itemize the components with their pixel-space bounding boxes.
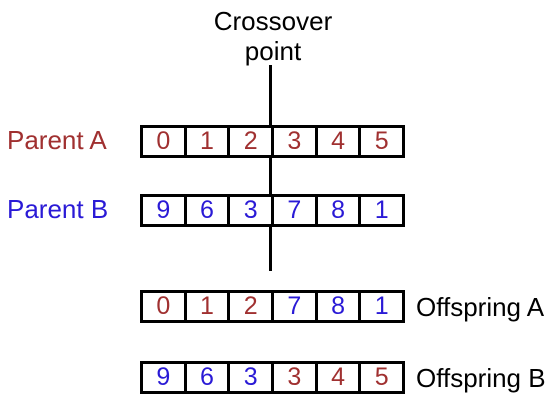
offspring-a-gene-6: 1 [358,293,406,320]
parent-a-gene-1: 0 [140,128,184,155]
parent-b-gene-2: 6 [183,197,228,224]
offspring-a-gene-1: 0 [140,293,184,320]
offspring-b-row: 9 6 3 3 4 5 [140,361,406,394]
offspring-b-gene-6: 5 [358,364,406,391]
offspring-a-label: Offspring A [416,292,545,322]
crossover-point-title: Crossover point [203,6,343,66]
parent-b-label: Parent B [7,194,109,224]
parent-a-gene-4: 3 [271,128,315,155]
offspring-b-gene-2: 6 [183,364,228,391]
parent-a-label: Parent A [7,125,107,155]
offspring-a-gene-4: 7 [271,293,315,320]
offspring-a-gene-2: 1 [183,293,228,320]
parent-a-row: 0 1 2 3 4 5 [140,125,406,158]
parent-b-gene-5: 8 [314,197,359,224]
crossover-title-line2: point [244,36,302,66]
parent-b-gene-4: 7 [271,197,315,224]
parent-a-gene-3: 2 [227,128,271,155]
crossover-title-line1: Crossover [213,6,333,36]
offspring-b-gene-1: 9 [140,364,184,391]
parent-b-row: 9 6 3 7 8 1 [140,194,406,227]
offspring-b-label: Offspring B [416,363,546,393]
offspring-b-gene-5: 4 [314,364,359,391]
parent-a-gene-5: 4 [314,128,359,155]
crossover-line [269,65,272,271]
offspring-b-gene-4: 3 [271,364,315,391]
offspring-a-row: 0 1 2 7 8 1 [140,290,406,323]
offspring-b-gene-3: 3 [227,364,271,391]
parent-b-gene-3: 3 [227,197,271,224]
parent-a-gene-6: 5 [358,128,406,155]
parent-b-gene-6: 1 [358,197,406,224]
offspring-a-gene-5: 8 [314,293,359,320]
offspring-a-gene-3: 2 [227,293,271,320]
parent-b-gene-1: 9 [140,197,184,224]
parent-a-gene-2: 1 [183,128,228,155]
